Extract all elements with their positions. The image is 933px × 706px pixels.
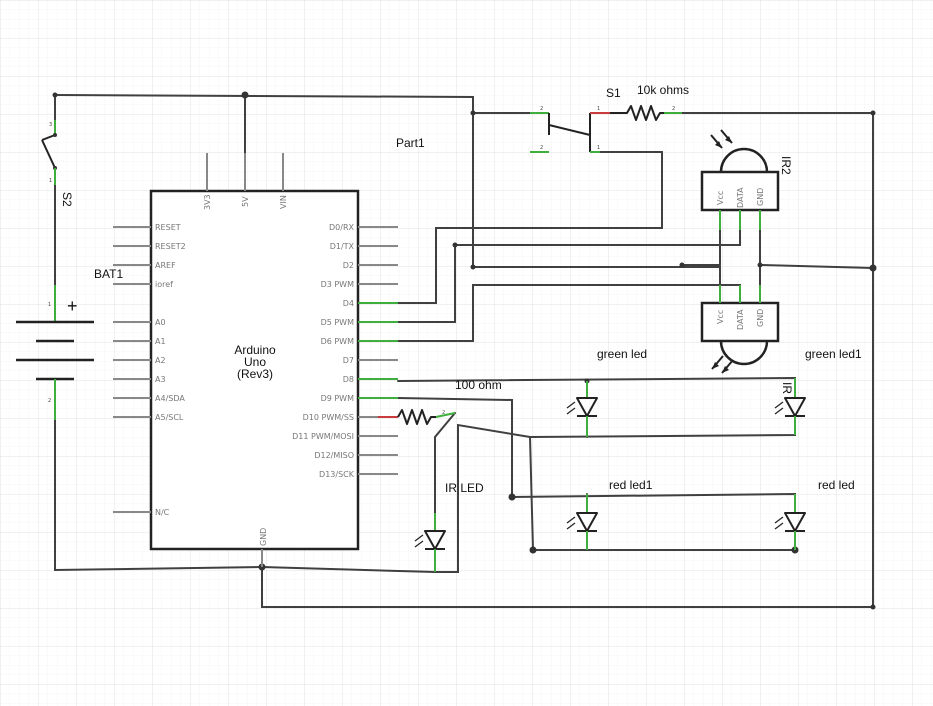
arduino-left-pin-label: A1 <box>155 337 166 346</box>
label-green-led1: green led1 <box>805 347 862 361</box>
arduino-title-line1: Arduino <box>234 343 276 357</box>
arduino-right-pin-label: D10 PWM/SS <box>303 413 354 422</box>
switch-s1: S1 2 2 1 1 <box>530 86 621 153</box>
svg-text:1: 1 <box>48 302 51 308</box>
label-red-led1: red led1 <box>609 478 653 492</box>
arduino-left-pin-label: N/C <box>155 508 170 517</box>
green-led-emit-icon <box>566 401 576 415</box>
label-10k: 10k ohms <box>637 83 689 97</box>
svg-text:2: 2 <box>442 410 445 416</box>
ir2-light-arrows-icon <box>710 129 733 149</box>
label-s1: S1 <box>606 86 621 100</box>
junctions <box>52 91 877 610</box>
svg-text:1: 1 <box>597 106 600 112</box>
arduino-right-pin-label: D11 PWM/MOSI <box>292 432 354 441</box>
ir-sensor-ir: Vcc DATA GND <box>700 285 780 374</box>
pin-vin: VIN <box>279 195 288 209</box>
arduino-right-pin-label: D7 <box>343 356 354 365</box>
battery-plus-sign: + <box>67 296 78 316</box>
label-ir-led: IR LED <box>445 481 484 495</box>
arduino-right-pin-label: D9 PWM <box>321 394 355 403</box>
arduino-right-pin-label: D13/SCK <box>319 470 355 479</box>
label-s2: S2 <box>60 192 74 207</box>
arduino-right-pin-label: D3 PWM <box>321 280 355 289</box>
arduino-left-pin-label: A3 <box>155 375 166 384</box>
arduino-left-pin-label: RESET2 <box>155 242 186 251</box>
arduino-right-pin-label: D2 <box>343 261 354 270</box>
ir-sensor-ir2: Vcc DATA GND IR2 <box>700 129 793 230</box>
svg-text:GND: GND <box>756 309 765 327</box>
label-part1: Part1 <box>396 136 425 150</box>
label-bat1: BAT1 <box>94 267 123 281</box>
resistor-10k: 10k ohms 2 <box>610 83 689 121</box>
led-green1: green led1 IR <box>774 347 862 435</box>
battery-bat1: + BAT1 1 2 <box>16 267 123 420</box>
arduino-left-pin-label: AREF <box>155 261 176 270</box>
arduino-title-line2: Uno <box>244 355 266 369</box>
svg-text:Vcc: Vcc <box>716 191 725 205</box>
red-led1-emit-icon <box>566 516 576 530</box>
arduino-right-pin-label: D5 PWM <box>321 318 355 327</box>
arduino-right-pin-label: D1/TX <box>330 242 355 251</box>
switch-s2: S2 3 1 <box>41 120 74 207</box>
label-ir: IR <box>780 382 794 394</box>
arduino-title-line3: (Rev3) <box>237 367 273 381</box>
svg-text:1: 1 <box>49 178 52 184</box>
label-100-ohm: 100 ohm <box>455 378 502 392</box>
arduino-right-pin-label: D4 <box>343 299 354 308</box>
svg-text:Vcc: Vcc <box>716 310 725 324</box>
svg-text:2: 2 <box>540 106 543 112</box>
svg-text:2: 2 <box>48 398 51 404</box>
arduino-right-pin-label: D0/RX <box>329 223 355 232</box>
arduino-uno: Arduino Uno (Rev3) 3V3 5V VIN GND RESET R… <box>113 153 398 567</box>
arduino-body <box>149 189 360 551</box>
svg-text:GND: GND <box>756 188 765 206</box>
label-green-led: green led <box>597 347 647 361</box>
arduino-left-pin-label: A5/SCL <box>155 413 184 422</box>
arduino-right-pin-label: D8 <box>343 375 354 384</box>
arduino-left-pin-label: ioref <box>155 280 173 289</box>
ir-light-arrows-icon <box>711 355 734 374</box>
svg-text:3: 3 <box>49 122 52 128</box>
led-ir: IR LED <box>414 481 484 572</box>
pin-gnd: GND <box>259 528 268 546</box>
svg-text:2: 2 <box>540 145 543 151</box>
green-led1-emit-icon <box>774 401 784 415</box>
pin-5v: 5V <box>241 196 250 207</box>
svg-text:1: 1 <box>597 145 600 151</box>
arduino-left-pin-label: A0 <box>155 318 166 327</box>
svg-text:2: 2 <box>672 106 675 112</box>
arduino-right-pin-label: D6 PWM <box>321 337 355 346</box>
label-red-led: red led <box>818 478 855 492</box>
arduino-right-pin-label: D12/MISO <box>314 451 354 460</box>
svg-text:DATA: DATA <box>736 187 745 208</box>
label-ir2: IR2 <box>779 156 793 175</box>
pin-3v3: 3V3 <box>203 194 212 210</box>
svg-text:DATA: DATA <box>736 309 745 330</box>
red-led-emit-icon <box>774 516 784 530</box>
arduino-left-pin-label: A2 <box>155 356 166 365</box>
led-red1: red led1 <box>566 478 653 550</box>
led-green: green led <box>566 347 647 437</box>
resistor-100-ohm: 100 ohm 2 <box>378 378 502 425</box>
arduino-left-pin-label: RESET <box>155 223 181 232</box>
arduino-left-pin-label: A4/SDA <box>155 394 185 403</box>
ir-led-emit-icon <box>414 534 424 548</box>
led-red: red led <box>774 478 855 550</box>
